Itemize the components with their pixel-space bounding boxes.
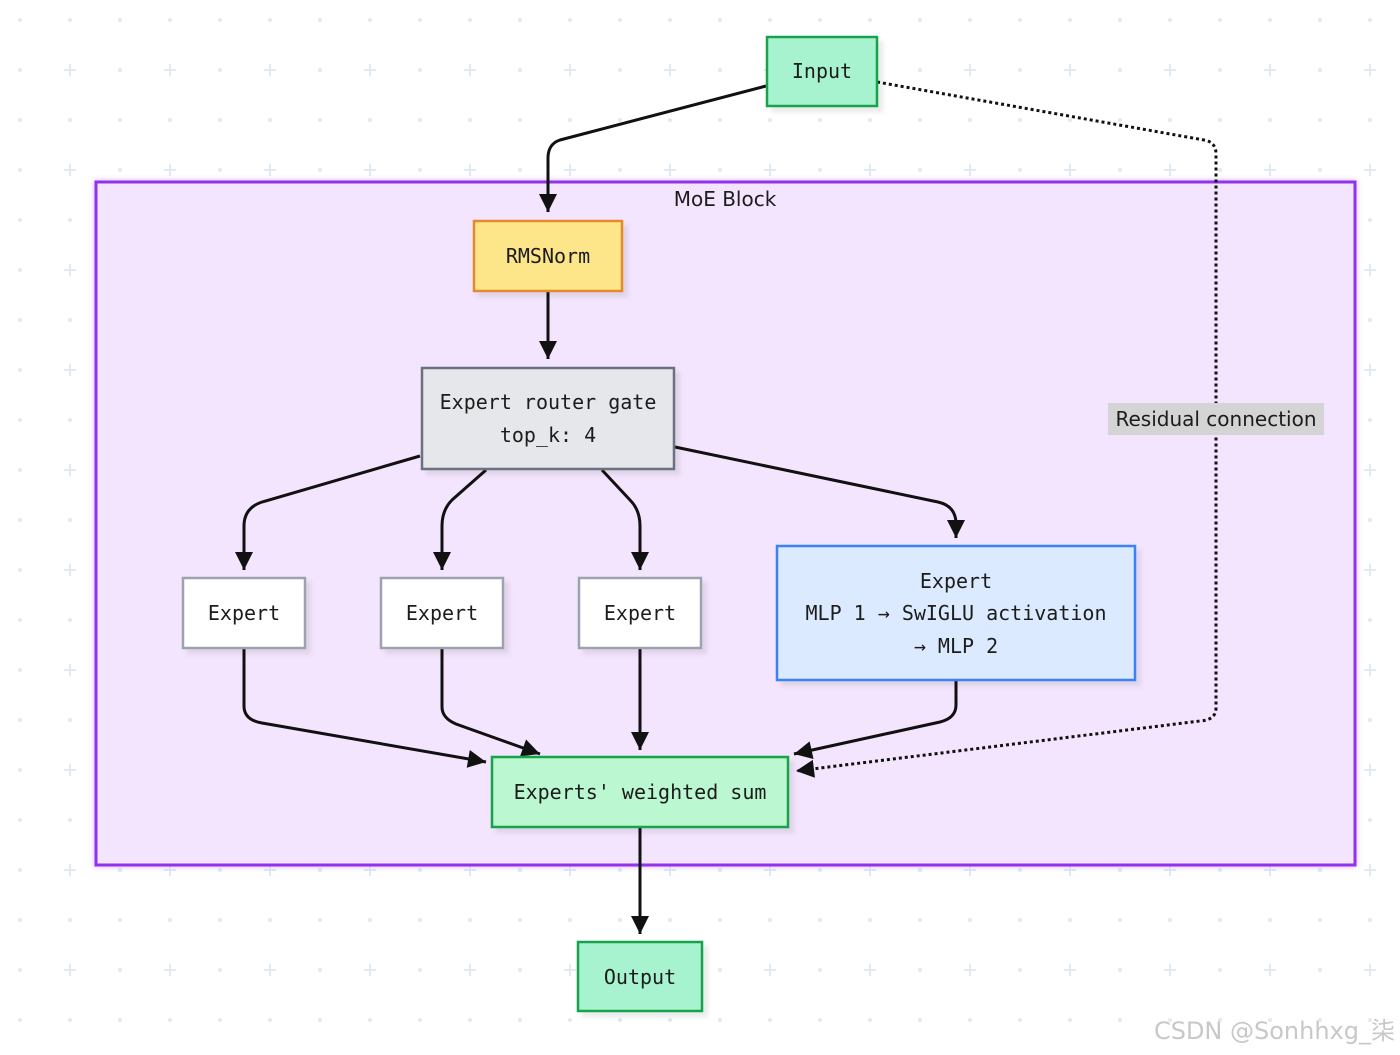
node-rmsnorm: RMSNorm	[472, 219, 624, 293]
router-node-box	[420, 366, 676, 471]
edge-router-to-expert-1	[235, 454, 421, 570]
edge-router-to-expert-2	[433, 468, 487, 570]
edge-router-to-expert-3	[600, 468, 649, 570]
edge-expert-4-to-weighted-sum	[793, 680, 958, 759]
expert-4-node-line-3: → MLP 2	[914, 634, 998, 658]
node-expert-2: Expert	[379, 576, 505, 650]
residual-label-text: Residual connection	[1115, 407, 1316, 431]
node-output: Output	[576, 940, 704, 1013]
input-node-label: Input	[792, 59, 852, 83]
expert-1-node-label: Expert	[208, 601, 280, 625]
edge-residual-connection	[795, 80, 1218, 778]
expert-3-node-box	[577, 576, 703, 650]
output-node-label: Output	[604, 965, 676, 989]
moe-block-title: MoE Block	[674, 187, 777, 211]
node-expert-1: Expert	[181, 576, 307, 650]
node-input: Input	[765, 35, 879, 108]
edges	[235, 80, 1218, 934]
rmsnorm-node-box	[472, 219, 624, 293]
expert-2-node-box	[379, 576, 505, 650]
expert-4-node-line-2: MLP 1 → SwIGLU activation	[805, 601, 1106, 625]
watermark: CSDN @Sonhhxg_柒	[1154, 1017, 1395, 1045]
node-weighted-sum: Experts' weighted sum	[490, 755, 790, 829]
input-node-box	[765, 35, 879, 108]
residual-label-background	[1108, 403, 1324, 435]
residual-connection-label: Residual connection	[1108, 403, 1324, 435]
edge-expert-2-to-weighted-sum	[440, 648, 541, 757]
moe-block-container	[94, 180, 1357, 867]
output-node-box	[576, 940, 704, 1013]
expert-4-node-line-1: Expert	[920, 569, 992, 593]
weighted-sum-node-label: Experts' weighted sum	[514, 780, 767, 804]
rmsnorm-node-label: RMSNorm	[506, 244, 590, 268]
expert-4-node-box	[775, 544, 1137, 682]
weighted-sum-node-box	[490, 755, 790, 829]
expert-2-node-label: Expert	[406, 601, 478, 625]
edge-router-to-expert-4	[674, 445, 965, 538]
node-router: Expert router gate top_k: 4	[420, 366, 676, 471]
expert-1-node-box	[181, 576, 307, 650]
edge-expert-1-to-weighted-sum	[242, 648, 487, 768]
node-expert-3: Expert	[577, 576, 703, 650]
router-node-line-2: top_k: 4	[500, 423, 596, 447]
moe-block-group: MoE Block	[94, 180, 1357, 867]
expert-3-node-label: Expert	[604, 601, 676, 625]
node-expert-4: Expert MLP 1 → SwIGLU activation → MLP 2	[775, 544, 1137, 682]
edge-input-to-rmsnorm	[539, 84, 767, 212]
router-node-line-1: Expert router gate	[440, 390, 657, 414]
